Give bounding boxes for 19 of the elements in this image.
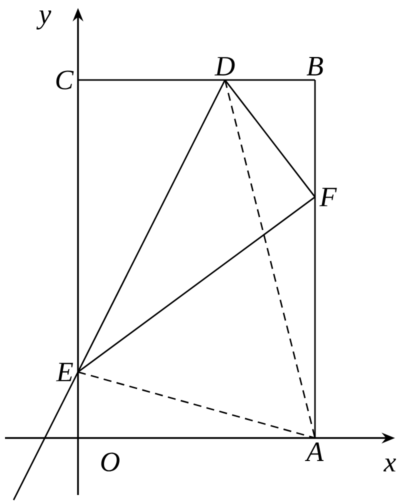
line-segment (224, 80, 316, 438)
point-label: C (56, 70, 74, 90)
line-segment (225, 79, 315, 81)
line-segment (314, 80, 316, 197)
origin-label: O (101, 452, 120, 472)
point-label: E (56, 362, 73, 382)
line-segment (77, 80, 226, 372)
line-segment (78, 79, 225, 81)
axis-label: x (383, 458, 396, 472)
line-segment (224, 80, 316, 198)
point-label: A (304, 442, 324, 462)
point-label: B (306, 57, 323, 76)
point-label: D (214, 57, 235, 76)
line-segment (12, 372, 79, 500)
point-label: F (319, 188, 337, 206)
line-segment (314, 197, 316, 438)
axis-label: y (36, 10, 52, 30)
line-segment (78, 371, 316, 439)
line-segment (78, 196, 316, 373)
